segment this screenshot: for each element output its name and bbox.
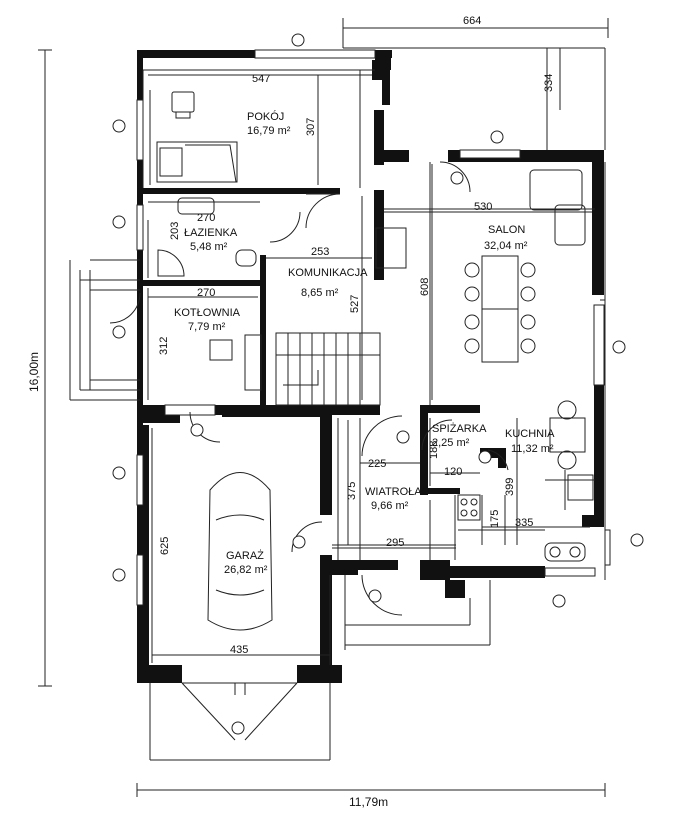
sink xyxy=(544,542,586,562)
fireplace xyxy=(375,227,407,269)
toilet xyxy=(235,249,257,267)
room-name-komunikacja: KOMUNIKACJA xyxy=(288,267,368,279)
dim-salon-width: 530 xyxy=(474,201,492,213)
boiler xyxy=(209,339,233,361)
dim-spizarka-width: 120 xyxy=(444,466,462,478)
stairs xyxy=(275,332,381,406)
dim-kotlownia-depth: 312 xyxy=(158,337,170,355)
room-area-lazienka: 5,48 m² xyxy=(190,241,228,253)
bed xyxy=(156,141,238,183)
stove xyxy=(457,494,481,521)
dim-terrace-width: 664 xyxy=(463,15,481,27)
room-area-wiatrolap: 9,66 m² xyxy=(371,500,409,512)
sofa xyxy=(529,169,583,211)
dim-spizarka-depth: 188 xyxy=(428,441,440,459)
dim-komunikacja-depth: 527 xyxy=(349,295,361,313)
dim-total-width: 11,79m xyxy=(349,795,388,809)
washbasin xyxy=(177,197,215,215)
shower xyxy=(157,249,185,277)
room-area-pokoj: 16,79 m² xyxy=(247,125,291,137)
dim-terrace-depth: 334 xyxy=(543,74,555,92)
dim-salon-depth: 608 xyxy=(419,278,431,296)
dim-wiatrolap-width: 225 xyxy=(368,458,386,470)
dim-wiatrolap-depth: 375 xyxy=(346,482,358,500)
dim-garaz-depth: 625 xyxy=(159,537,171,555)
dim-kuchnia-depth: 399 xyxy=(504,478,516,496)
dim-lazienka-depth: 203 xyxy=(169,222,181,240)
dimension-lines xyxy=(38,27,608,797)
windows xyxy=(136,49,611,606)
dimension-labels: 664 334 547 307 270 203 253 527 270 312 … xyxy=(27,15,555,809)
dim-pokoj-depth: 307 xyxy=(305,118,317,136)
dim-garaz-width: 435 xyxy=(230,644,248,656)
kitchen-table xyxy=(549,417,586,453)
dim-kuchnia-side: 175 xyxy=(489,510,501,528)
room-area-kuchnia: 11,32 m² xyxy=(511,443,554,455)
marker-circles xyxy=(112,33,644,735)
furniture xyxy=(156,91,594,631)
desk-chair xyxy=(171,91,195,113)
dim-pokoj-width: 547 xyxy=(252,73,270,85)
room-name-kuchnia: KUCHNIA xyxy=(505,428,555,440)
wall-outlines xyxy=(69,69,606,761)
room-name-lazienka: ŁAZIENKA xyxy=(184,227,238,239)
room-area-salon: 32,04 m² xyxy=(484,240,528,252)
dim-total-depth: 16,00m xyxy=(27,352,41,392)
dim-komunikacja-width: 253 xyxy=(311,246,329,258)
room-name-pokoj: POKÓJ xyxy=(247,110,284,123)
car xyxy=(207,472,273,631)
room-area-kotlownia: 7,79 m² xyxy=(188,321,226,333)
dim-lazienka-width: 270 xyxy=(197,212,215,224)
room-name-garaz: GARAŻ xyxy=(226,549,264,562)
dim-kotlownia-width: 270 xyxy=(197,287,215,299)
room-area-garaz: 26,82 m² xyxy=(224,564,268,576)
room-name-salon: SALON xyxy=(488,224,525,236)
room-name-wiatrolap: WIATROŁAP xyxy=(365,486,429,498)
room-name-kotlownia: KOTŁOWNIA xyxy=(174,307,241,319)
room-name-spizarka: SPIŻARKA xyxy=(432,422,487,435)
room-area-komunikacja: 8,65 m² xyxy=(301,287,339,299)
dim-wiatrolap-bottom: 295 xyxy=(386,537,404,549)
room-labels: POKÓJ 16,79 m² ŁAZIENKA 5,48 m² KOMUNIKA… xyxy=(174,110,555,576)
room-area-spizarka: 2,25 m² xyxy=(432,437,470,449)
dim-kuchnia-width: 335 xyxy=(515,517,533,529)
